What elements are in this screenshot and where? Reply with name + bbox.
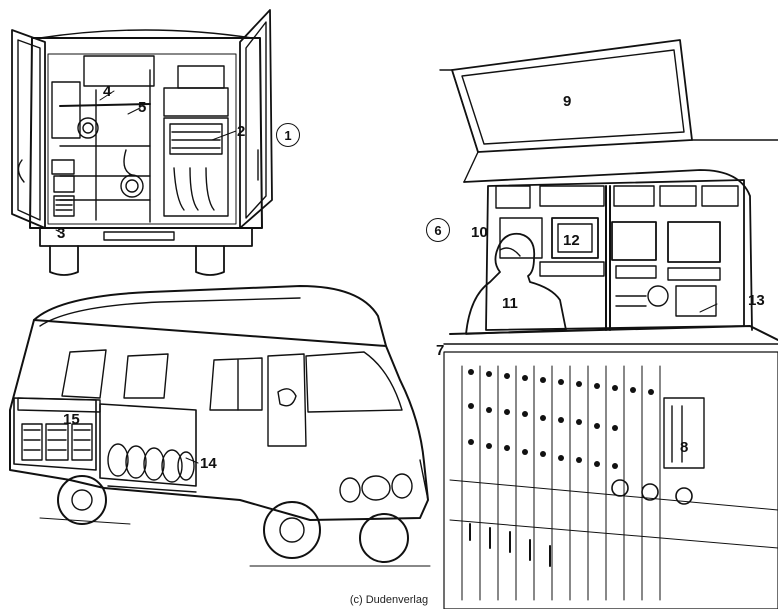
label-5: 5 — [138, 99, 147, 116]
label-7: 7 — [436, 342, 445, 359]
mixing-console — [443, 351, 778, 610]
operator — [465, 232, 567, 335]
label-12: 12 — [563, 232, 580, 249]
label-circled-1: 1 — [276, 123, 300, 147]
monitor-screen — [551, 217, 599, 259]
label-4: 4 — [103, 83, 112, 100]
label-circled-6: 6 — [426, 218, 450, 242]
control-room-view — [439, 39, 778, 610]
label-10: 10 — [471, 224, 488, 241]
rear-right-door — [239, 9, 273, 229]
label-14: 14 — [200, 455, 217, 472]
ceiling-panel — [451, 39, 693, 153]
copyright-credit: (c) Dudenverlag — [349, 594, 429, 606]
van-side-view — [9, 285, 431, 567]
label-9: 9 — [563, 93, 572, 110]
label-3: 3 — [57, 225, 66, 242]
label-11: 11 — [502, 295, 518, 312]
label-2: 2 — [237, 123, 246, 140]
label-13: 13 — [748, 292, 765, 309]
label-8: 8 — [680, 439, 689, 456]
van-rear-view — [11, 9, 273, 276]
label-15: 15 — [63, 411, 80, 428]
